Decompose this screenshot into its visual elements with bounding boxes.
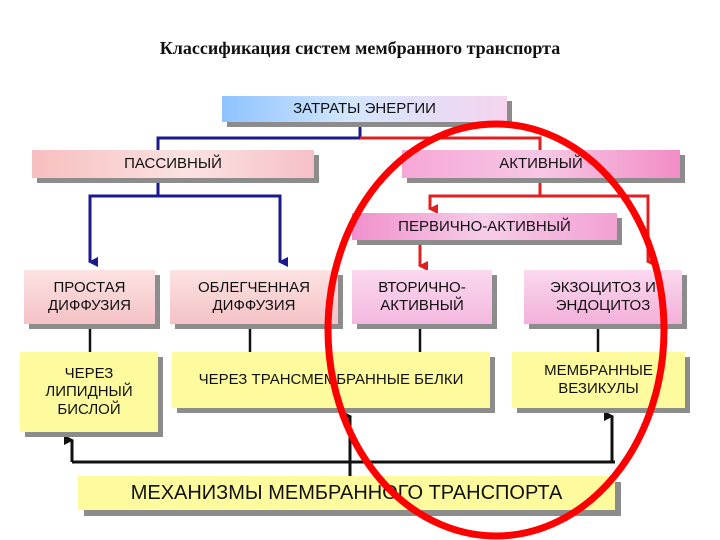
node-passive: ПАССИВНЫЙ [32,150,314,178]
line-energy-active [360,136,542,150]
node-lipid-bilayer: ЧЕРЕЗ ЛИПИДНЫЙ БИСЛОЙ [20,352,158,432]
node-secondary-active: ВТОРИЧНО-АКТИВНЫЙ [352,270,492,324]
node-membrane-vesicles: МЕМБРАННЫЕ ВЕЗИКУЛЫ [512,352,685,408]
line-active-primary [428,180,542,214]
node-energy-cost: ЗАТРАТЫ ЭНЕРГИИ [222,96,507,122]
node-exo-endocytosis: ЭКЗОЦИТОЗ И ЭНДОЦИТОЗ [524,270,682,324]
line-passive-facilitated [158,194,288,267]
diagram-title: Классификация систем мембранного транспо… [159,38,561,58]
line-energy-passive [156,125,362,150]
node-simple-diffusion: ПРОСТАЯ ДИФФУЗИЯ [24,270,155,324]
line-passive-children [88,180,160,267]
node-transport-mechanisms: МЕХАНИЗМЫ МЕМБРАННОГО ТРАНСПОРТА [78,476,615,510]
node-primary-active: ПЕРВИЧНО-АКТИВНЫЙ [352,213,617,240]
node-active: АКТИВНЫЙ [402,150,680,178]
node-facilitated-diffusion: ОБЛЕГЧЕННАЯ ДИФФУЗИЯ [170,270,338,324]
node-transmembrane-proteins: ЧЕРЕЗ ТРАНСМЕМБРАННЫЕ БЕЛКИ [172,352,490,408]
